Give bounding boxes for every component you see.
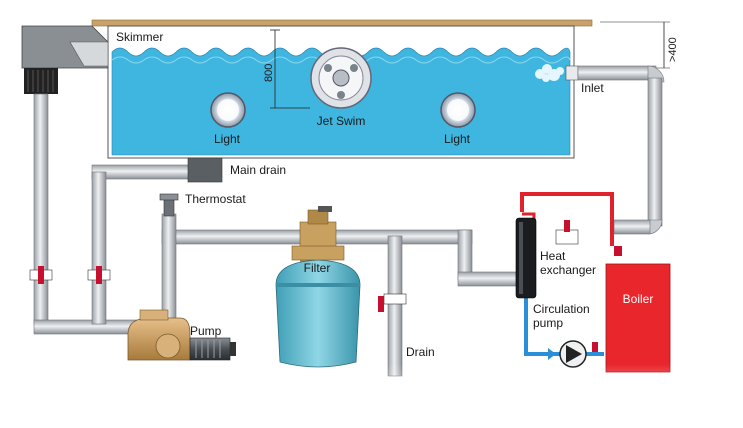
filter-label: Filter: [303, 261, 331, 275]
pump-unit: [127, 309, 236, 361]
pool-deck: [91, 19, 593, 27]
filter-tank: [275, 206, 361, 368]
heat-exchanger-label: Heat exchanger: [540, 249, 596, 277]
boiler-unit: [605, 263, 671, 373]
light-right-label: Light: [443, 132, 471, 146]
jet-swim-label: Jet Swim: [316, 114, 366, 128]
boiler-label: Boiler: [622, 292, 654, 306]
valves: [29, 220, 622, 354]
inlet-spray: [535, 64, 564, 82]
main-drain-fitting: [187, 157, 223, 183]
skimmer-mouth: [69, 41, 109, 67]
skimmer-label: Skimmer: [116, 30, 164, 44]
pump-label: Pump: [190, 324, 222, 338]
light-left-label: Light: [213, 132, 241, 146]
depth-dimension-label: 800: [263, 63, 275, 82]
thermostat-label: Thermostat: [185, 192, 246, 206]
circulation-pump-label-line1: Circulation: [533, 302, 590, 316]
circulation-pump-label-line2: pump: [533, 316, 564, 330]
skimmer-basket: [24, 68, 58, 94]
thermostat-device: [159, 193, 179, 217]
hot-water-loop: [520, 192, 614, 246]
circulation-pump-label: Circulation pump: [533, 302, 590, 330]
main-drain-label: Main drain: [230, 163, 287, 177]
inlet-nozzle: [565, 65, 579, 81]
height-dimension-label: >400: [667, 37, 679, 62]
bottom-fade: [0, 364, 743, 423]
heat-exchanger-label-line2: exchanger: [540, 263, 597, 277]
drain-label: Drain: [406, 345, 435, 359]
inlet-label: Inlet: [581, 81, 604, 95]
heat-exchanger-label-line1: Heat: [540, 249, 566, 263]
skimmer-grill: [27, 70, 54, 92]
flow-arrow: [548, 348, 556, 360]
